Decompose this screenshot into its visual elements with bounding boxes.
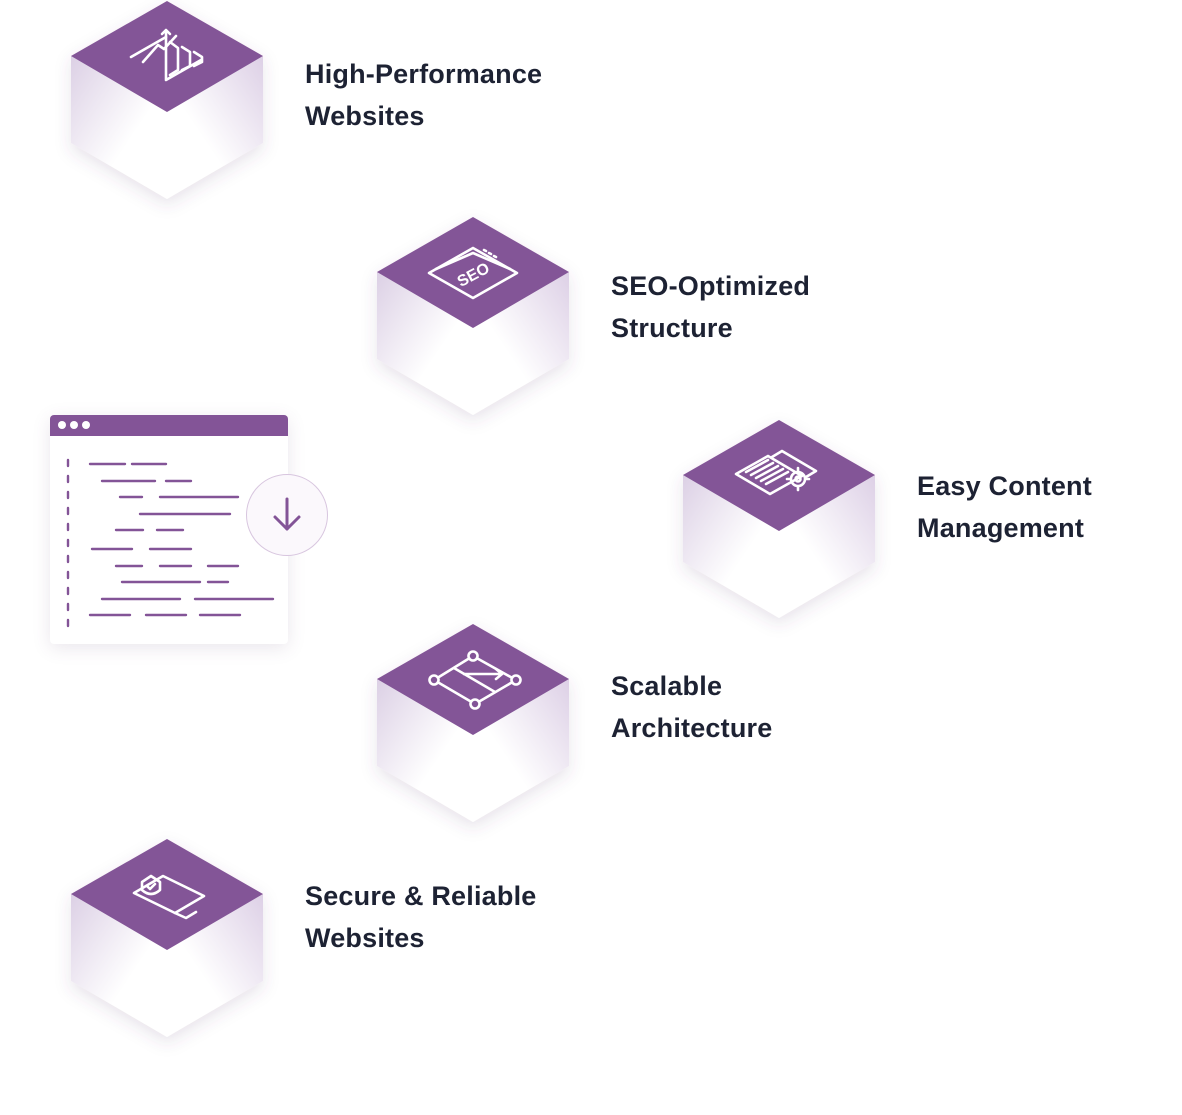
download-button[interactable] bbox=[246, 474, 328, 556]
editor-title-bar bbox=[50, 415, 288, 436]
feature-label: Easy Content Management bbox=[917, 471, 1092, 543]
feature-label: High-Performance Websites bbox=[305, 59, 543, 131]
window-dot bbox=[58, 421, 66, 429]
cube bbox=[374, 623, 574, 843]
feature-label: Secure & Reliable Websites bbox=[305, 881, 537, 953]
cube bbox=[68, 838, 268, 1058]
growth-chart-icon bbox=[129, 28, 204, 82]
cube bbox=[68, 0, 268, 220]
cube bbox=[680, 419, 880, 639]
download-arrow-icon bbox=[273, 497, 301, 531]
window-dot bbox=[82, 421, 90, 429]
secure-document-icon bbox=[132, 874, 206, 920]
document-gear-icon bbox=[734, 449, 818, 496]
cube: SEO bbox=[374, 216, 574, 436]
feature-label: Scalable Architecture bbox=[611, 671, 773, 743]
node-architecture-icon bbox=[428, 650, 522, 710]
code-lines bbox=[66, 458, 275, 628]
feature-label: SEO-Optimized Structure bbox=[611, 271, 811, 343]
window-dot bbox=[70, 421, 78, 429]
